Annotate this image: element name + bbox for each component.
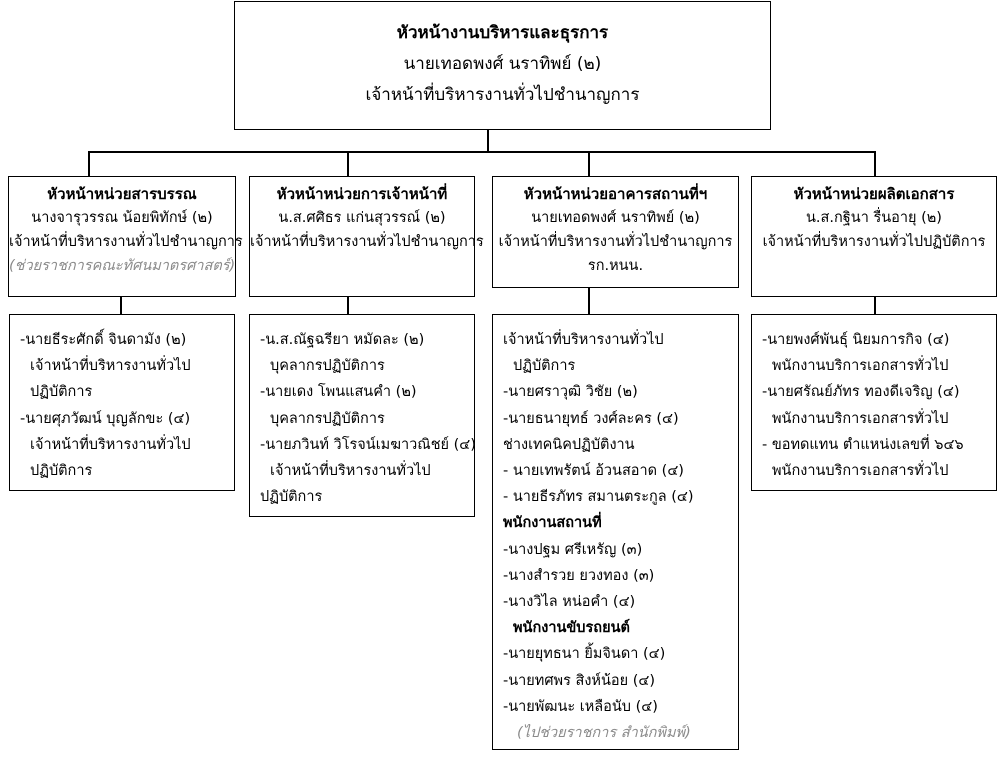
unit-title: หัวหน้าหน่วยการเจ้าหน้าที่ bbox=[276, 185, 448, 203]
staff-name: -นายพัฒนะ เหลือนับ (๔) bbox=[503, 698, 658, 715]
staff-position: เจ้าหน้าที่บริหารงานทั่วไป bbox=[503, 332, 664, 348]
staff-position: เจ้าหน้าที่บริหารงานทั่วไป bbox=[30, 358, 191, 375]
staff-list-personnel: -น.ส.ณัฐฉรียา หมัดละ (๒) บุคลากรปฏิบัติก… bbox=[249, 314, 476, 517]
head-of-admin-position: เจ้าหน้าที่บริหารงานทั่วไปชำนาญการ bbox=[365, 85, 640, 105]
connector-unit-3 bbox=[588, 151, 590, 176]
staff-name: -นางปฐม ศรีเหรัญ (๓) bbox=[503, 541, 643, 558]
connector-unit-2 bbox=[347, 151, 349, 176]
unit-head-acting: รก.หนน. bbox=[587, 258, 644, 274]
unit-note: (ช่วยราชการคณะทัศนมาตรศาสตร์) bbox=[9, 258, 236, 274]
unit-head-position: เจ้าหน้าที่บริหารงานทั่วไปชำนาญการ bbox=[250, 234, 484, 250]
staff-position: เจ้าหน้าที่บริหารงานทั่วไป bbox=[270, 463, 431, 480]
staff-name: -นายภวินท์ วิโรจน์เมฆาวณิชย์ (๔) bbox=[260, 436, 476, 453]
unit-head-name: น.ส.ศศิธร แก่นสุวรรณ์ (๒) bbox=[278, 210, 446, 226]
staff-name: -นางวิไล หน่อคำ (๔) bbox=[503, 594, 636, 611]
unit-title: หัวหน้าหน่วยอาคารสถานที่ฯ bbox=[523, 185, 708, 203]
staff-name: -นายเดง โพนแสนคำ (๒) bbox=[260, 384, 417, 401]
staff-list-buildings: เจ้าหน้าที่บริหารงานทั่วไป ปฏิบัติการ -น… bbox=[492, 314, 739, 750]
connector-list-3 bbox=[588, 288, 590, 314]
connector-list-4 bbox=[874, 297, 876, 314]
staff-name: -นายทศพร สิงห์น้อย (๔) bbox=[503, 672, 656, 689]
head-of-admin-title: หัวหน้างานบริหารและธุรการ bbox=[396, 23, 609, 43]
head-of-admin-box: หัวหน้างานบริหารและธุรการ นายเทอดพงศ์ นร… bbox=[234, 1, 771, 130]
unit-head-position: เจ้าหน้าที่บริหารงานทั่วไปชำนาญการ bbox=[9, 234, 243, 250]
staff-note: (ไปช่วยราชการ สำนักพิมพ์) bbox=[517, 725, 691, 742]
staff-position: ปฏิบัติการ bbox=[260, 489, 323, 506]
unit-title: หัวหน้าหน่วยผลิตเอกสาร bbox=[793, 185, 955, 203]
staff-vacancy: - ขอทดแทน ตำแหน่งเลขที่ ๖๔๖ bbox=[762, 436, 964, 453]
unit-head-name: นางจารุวรรณ น้อยพิทักษ์ (๒) bbox=[31, 210, 213, 226]
staff-list-correspondence: -นายธีระศักดิ์ จินดามัง (๒) เจ้าหน้าที่บ… bbox=[9, 314, 235, 491]
unit-head-position: เจ้าหน้าที่บริหารงานทั่วไปชำนาญการ bbox=[498, 234, 733, 250]
staff-name: -นายศราวุฒิ วิชัย (๒) bbox=[503, 384, 638, 401]
staff-group-heading: พนักงานสถานที่ bbox=[503, 515, 602, 532]
connector-top-down bbox=[487, 130, 489, 152]
staff-position: พนักงานบริการเอกสารทั่วไป bbox=[772, 463, 949, 480]
staff-position: ปฏิบัติการ bbox=[513, 358, 576, 375]
connector-list-2 bbox=[347, 297, 349, 314]
connector-list-1 bbox=[120, 297, 122, 314]
staff-position: บุคลากรปฏิบัติการ bbox=[270, 358, 385, 375]
staff-position: พนักงานบริการเอกสารทั่วไป bbox=[772, 358, 949, 375]
staff-name: - นายธีรภัทร สมานตระกูล (๔) bbox=[503, 489, 694, 506]
staff-name: -นายธนายุทธ์ วงศ์ละคร (๔) bbox=[503, 410, 679, 427]
staff-name: -นายศุภวัฒน์ บุญลักขะ (๔) bbox=[20, 410, 191, 427]
staff-name: -นายยุทธนา ยิ้มจินดา (๔) bbox=[503, 646, 666, 663]
staff-group-heading: ช่างเทคนิคปฏิบัติงาน bbox=[503, 436, 635, 453]
staff-name: - นายเทพรัตน์ อ้วนสอาด (๔) bbox=[503, 463, 684, 480]
staff-name: -นางสำรวย ยวงทอง (๓) bbox=[503, 567, 655, 584]
unit-box-document-production: หัวหน้าหน่วยผลิตเอกสาร น.ส.กฐินา รื่นอาย… bbox=[751, 176, 997, 297]
staff-list-document-production: -นายพงศ์พันธุ์ นิยมการกิจ (๔) พนักงานบริ… bbox=[751, 314, 997, 491]
unit-title: หัวหน้าหน่วยสารบรรณ bbox=[47, 185, 197, 203]
unit-head-name: น.ส.กฐินา รื่นอายุ (๒) bbox=[806, 210, 942, 226]
unit-head-name: นายเทอดพงศ์ นราทิพย์ (๒) bbox=[531, 210, 700, 226]
staff-name: -นายศรัณย์ภัทร ทองดีเจริญ (๔) bbox=[762, 384, 960, 401]
staff-position: ปฏิบัติการ bbox=[30, 384, 93, 401]
connector-horizontal bbox=[88, 151, 875, 153]
staff-name: -น.ส.ณัฐฉรียา หมัดละ (๒) bbox=[260, 332, 425, 348]
staff-position: เจ้าหน้าที่บริหารงานทั่วไป bbox=[30, 436, 191, 453]
connector-unit-1 bbox=[88, 151, 90, 176]
staff-group-heading: พนักงานขับรถยนต์ bbox=[513, 620, 630, 637]
staff-position: ปฏิบัติการ bbox=[30, 463, 93, 480]
connector-unit-4 bbox=[874, 151, 876, 176]
staff-name: -นายพงศ์พันธุ์ นิยมการกิจ (๔) bbox=[762, 332, 950, 348]
head-of-admin-name: นายเทอดพงศ์ นราทิพย์ (๒) bbox=[403, 54, 602, 74]
staff-name: -นายธีระศักดิ์ จินดามัง (๒) bbox=[20, 332, 187, 348]
unit-box-correspondence: หัวหน้าหน่วยสารบรรณ นางจารุวรรณ น้อยพิทั… bbox=[8, 176, 243, 297]
staff-position: พนักงานบริการเอกสารทั่วไป bbox=[772, 410, 949, 427]
unit-box-buildings: หัวหน้าหน่วยอาคารสถานที่ฯ นายเทอดพงศ์ นร… bbox=[492, 176, 739, 288]
staff-position: บุคลากรปฏิบัติการ bbox=[270, 410, 385, 427]
unit-box-personnel: หัวหน้าหน่วยการเจ้าหน้าที่ น.ส.ศศิธร แก่… bbox=[249, 176, 484, 297]
unit-head-position: เจ้าหน้าที่บริหารงานทั่วไปปฏิบัติการ bbox=[762, 234, 986, 250]
